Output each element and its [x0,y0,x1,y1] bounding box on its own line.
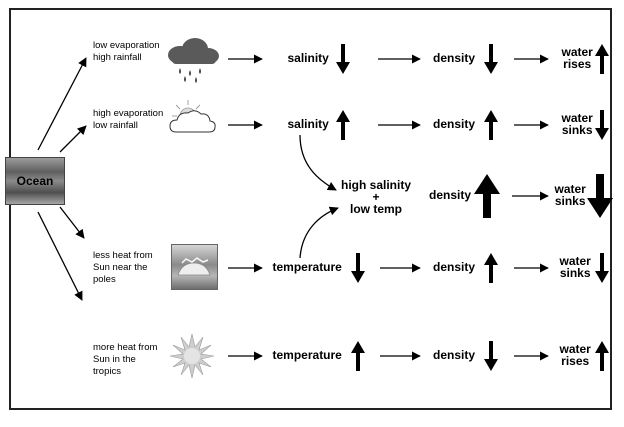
sun-icon [169,333,215,379]
ocean-to-row2-arrow [59,125,87,153]
row5-property-up-arrow-icon [351,341,365,371]
ocean-to-row1-arrow [37,57,87,151]
ocean-to-row5-arrow [37,211,83,301]
row4-property-down-arrow-icon [351,253,365,283]
row4-property-label: temperature [272,260,342,274]
row3-density-up-arrow-icon [474,174,500,218]
row2-density-up-arrow-icon [484,110,498,140]
ocean-image: Ocean [5,157,65,205]
row1-result-up-arrow-icon [595,44,609,74]
row1-density-label: density [433,51,476,65]
row3-density-label: density [429,188,472,202]
row5-property-label: temperature [272,348,342,362]
row5-density-down-arrow-icon [484,341,498,371]
sun-cloud-icon [169,100,216,133]
row5-density-label: density [433,348,476,362]
row2-result-down-arrow-icon [595,110,609,140]
ocean-label: Ocean [16,174,54,188]
row1-property-down-arrow-icon [336,44,350,74]
row2-property-label: salinity [287,117,329,131]
polar-ice-icon [171,244,218,290]
row4-density-label: density [433,260,476,274]
row1-property-label: salinity [287,51,329,65]
row2-property-up-arrow-icon [336,110,350,140]
diagram-frame [9,8,612,410]
row3-center-label: high salinity+low temp [340,178,411,216]
row5-result-up-arrow-icon [595,341,609,371]
ocean-to-row4-arrow [59,206,85,239]
row3-result-down-arrow-icon [587,174,613,218]
row4-result-down-arrow-icon [595,253,609,283]
temperature-to-center-arrow [299,206,339,259]
rain-cloud-icon [168,38,219,83]
row1-density-down-arrow-icon [484,44,498,74]
row2-density-label: density [433,117,476,131]
salinity-to-center-arrow [299,134,337,191]
row4-density-up-arrow-icon [484,253,498,283]
